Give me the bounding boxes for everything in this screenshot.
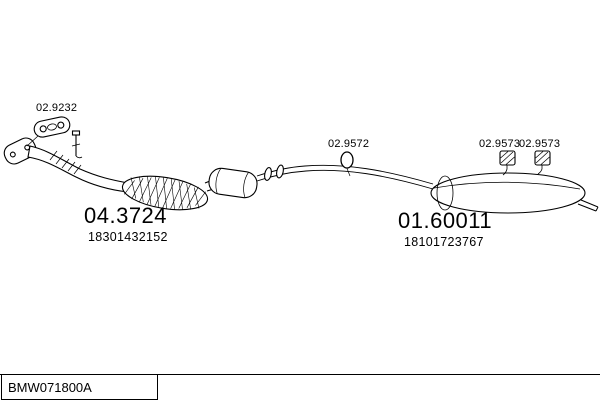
clamp-ring-icon <box>340 151 354 177</box>
clamp-part-code: 02.9572 <box>328 138 370 150</box>
footer-divider <box>0 374 600 375</box>
front-section-code: 04.3724 <box>84 203 168 228</box>
catalytic-converter <box>121 175 209 211</box>
rear-muffler <box>430 172 599 214</box>
rear-section-code: 01.60011 <box>398 208 493 233</box>
tailpipe <box>577 203 597 212</box>
front-section-part-number: 18301432152 <box>88 230 168 244</box>
drawing-id: BMW071800A <box>8 379 92 395</box>
gasket-leader-line <box>26 135 39 147</box>
rubber-mount-icon <box>499 150 516 176</box>
pipe-clamp-icon <box>264 167 272 181</box>
gasket-icon <box>33 116 71 138</box>
tailpipe <box>580 199 599 208</box>
bolt-icon <box>71 130 83 159</box>
mount-part-code-2: 02.9573 <box>519 138 561 150</box>
gasket-part-code: 02.9232 <box>36 102 78 114</box>
flex-section <box>49 150 82 175</box>
resonator <box>208 167 258 199</box>
rubber-mount-icon <box>534 150 551 175</box>
drawing-id-box: BMW071800A <box>1 374 158 400</box>
rear-section-part-number: 18101723767 <box>404 235 484 249</box>
pipe-clamp-icon <box>276 164 284 179</box>
mount-part-code-1: 02.9573 <box>479 138 521 150</box>
